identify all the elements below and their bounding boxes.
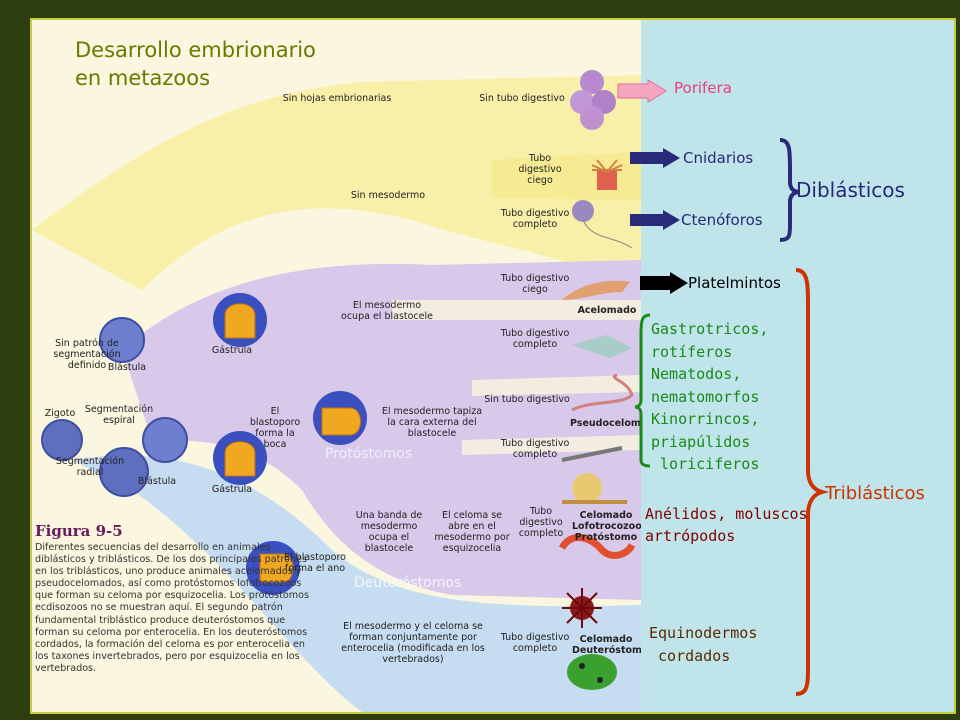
pseudo-line: Nematodos, [651,365,742,383]
label-celomado-deuterostomo: Celomado Deuteróstomo [572,634,641,656]
label-sin-tubo-2: Sin tubo digestivo [484,394,570,405]
snail-illustration [562,473,627,504]
group-protostomos-list: Anélidos, moluscos artrópodos [645,503,808,547]
label-tubo-completo-3: Tubo digestivo completo [500,438,570,460]
label-blastoporo-ano: El blastoporo forma el ano [284,552,346,574]
ctenophore-illustration [572,200,633,249]
label-banda-mesodermo: Una banda de mesodermo ocupa el blastoce… [355,510,423,554]
slide-title-line2: en metazoos [75,66,211,90]
cnidarian-illustration [591,159,623,190]
cnidarios-arrow [630,148,680,168]
triblasticos-brace [795,268,830,696]
label-mesodermo-celoma: El mesodermo y el celoma se forman conju… [341,621,485,665]
pseudo-bracket [634,313,651,468]
kinorhynch-illustration [561,446,623,462]
slide-title-line1: Desarrollo embrionario [75,38,316,62]
platelmintos-arrow [640,272,688,294]
label-blastula-1: Blástula [107,362,147,373]
nematode-illustration [571,373,634,412]
caption-text: Diferentes secuencias del desarrollo en … [35,542,309,674]
label-celoma-esquizo: El celoma se abre en el mesodermo por es… [434,510,510,554]
label-gastrula-1: Gástrula [211,345,253,356]
label-acelomado: Acelomado [577,305,637,316]
label-tubo-ciego-2: Tubo digestivo ciego [500,273,570,295]
gastrula-4 [246,541,300,595]
group-triblasticos: Triblásticos [825,483,925,504]
label-zigoto: Zigoto [44,408,76,419]
label-protostomos: Protóstomos [325,446,413,462]
group-platelmintos: Platelmintos [688,274,781,292]
label-sin-patron: Sin patrón de segmentación definido [53,338,121,371]
label-deuterostomos: Deuteróstomos [354,575,462,591]
figure-panel: Sin hojas embrionarias Sin tubo digestiv… [32,20,641,712]
label-blastula-2: Blástula [137,476,177,487]
label-celomado-lofotrocozoo: Celomado Lofotrocozoo Protóstomo [572,510,641,543]
label-tubo-completo-4: Tubo digestivo completo [518,506,564,539]
label-sin-tubo-1: Sin tubo digestivo [479,93,565,104]
label-mesodermo-tapiza: El mesodermo tapiza la cara externa del … [381,406,483,439]
flatworm-illustration [562,280,630,300]
group-diblasticos: Diblásticos [796,178,905,202]
label-mesodermo-blastocele: El mesodermo ocupa el blastocele [341,300,433,322]
caption-title: Figura 9-5 [35,522,123,540]
slide-title: Desarrollo embrionario en metazoos [75,36,316,92]
ctenoforos-arrow [630,210,680,230]
label-blastoporo-boca: El blastoporo forma la boca [249,406,301,450]
label-tubo-completo-1: Tubo digestivo completo [500,208,570,230]
label-tubo-ciego-1: Tubo digestivo ciego [518,153,562,186]
pseudo-line: Kinorrincos, [651,410,760,428]
sponge-illustration [570,70,616,130]
sea-urchin-illustration [562,588,602,628]
label-seg-espiral: Segmentación espiral [84,404,154,426]
group-porifera: Porifera [674,79,732,97]
label-tubo-completo-5: Tubo digestivo completo [500,632,570,654]
phylogeny-bands [32,70,641,712]
gastrula-3 [313,391,367,445]
deuterostomos-line: Equinodermos [649,624,758,642]
annelid-illustration [558,534,636,559]
label-tubo-completo-2: Tubo digestivo completo [500,328,570,350]
protostomos-line: Anélidos, moluscos [645,505,808,523]
rotifer-illustration [572,335,632,358]
label-seg-radial: Segmentación radial [55,456,125,478]
label-sin-hojas: Sin hojas embrionarias [282,93,392,104]
deuterostomos-line: cordados [649,647,731,665]
pseudo-line: priapúlidos [651,432,751,451]
diblasticos-brace [779,138,801,242]
gastrula-2 [213,431,267,485]
label-pseudocelomado: Pseudocelomado [570,418,641,429]
groups-panel [641,20,954,712]
group-cnidarios: Cnidarios [683,149,754,167]
label-sin-mesodermo: Sin mesodermo [350,190,426,201]
pseudo-line: rotíferos [651,342,733,361]
pseudo-line: loriciferos [651,455,760,473]
frog-illustration [567,654,617,690]
pseudo-line: nematomorfos [651,387,760,406]
gastrula-1 [213,293,267,347]
porifera-arrow [617,79,667,103]
protostomos-line: artrópodos [645,527,736,545]
group-pseudocelomados-list: Gastrotricos, rotíferos Nematodos, nemat… [651,318,768,476]
label-gastrula-2: Gástrula [211,484,253,495]
group-ctenoforos: Ctenóforos [681,211,763,229]
pseudo-line: Gastrotricos, [651,320,769,338]
group-deuterostomos-list: Equinodermos cordados [649,622,757,668]
